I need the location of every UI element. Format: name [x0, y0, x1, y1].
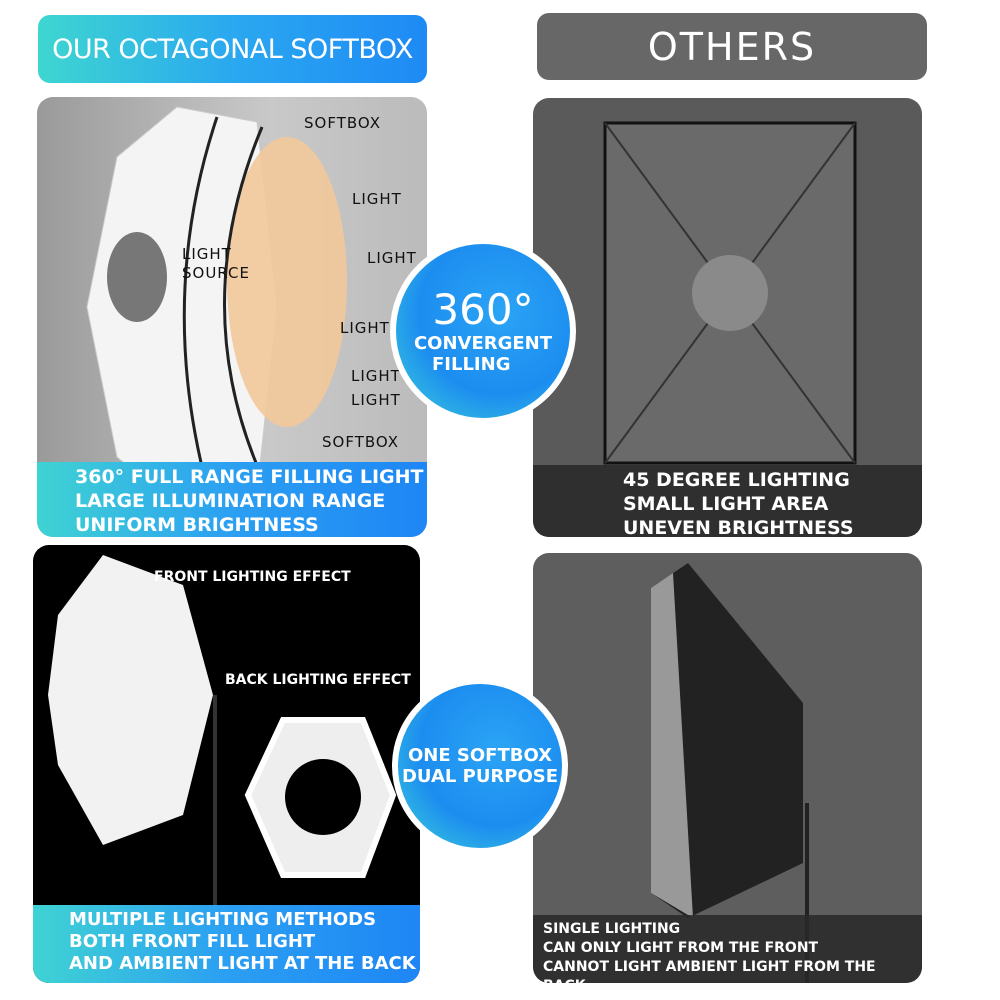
badge-line: ONE SOFTBOX — [407, 745, 553, 766]
panel-rectangular-softbox: 45 DEGREE LIGHTING SMALL LIGHT AREA UNEV… — [533, 98, 922, 537]
badge-line: DUAL PURPOSE — [401, 766, 559, 787]
label-softbox-top: SOFTBOX — [304, 114, 382, 132]
rectangular-softbox-side-illustration — [651, 563, 809, 983]
caption-line: AND AMBIENT LIGHT AT THE BACK — [69, 953, 416, 974]
label-light-source: LIGHT SOURCE — [182, 245, 250, 282]
panel-dual-purpose: FRONT LIGHTING EFFECT BACK LIGHTING EFFE… — [33, 545, 420, 983]
caption-line: SINGLE LIGHTING — [543, 921, 681, 937]
caption-line: CAN ONLY LIGHT FROM THE FRONT — [543, 940, 819, 956]
caption-line: 360° FULL RANGE FILLING LIGHT — [75, 466, 424, 488]
caption-line: SMALL LIGHT AREA — [623, 493, 829, 515]
badge-big-text: 360° — [432, 285, 534, 334]
panel-octagonal-diagram: SOFTBOX LIGHT LIGHT LIGHT SOURCE LIGHT L… — [37, 97, 427, 537]
header-ours: OUR OCTAGONAL SOFTBOX — [38, 15, 427, 83]
label-light: LIGHT — [340, 319, 390, 337]
caption-line: CANNOT LIGHT AMBIENT LIGHT FROM THE BACK — [543, 959, 876, 983]
caption-line: BOTH FRONT FILL LIGHT — [69, 931, 316, 952]
caption-line: UNIFORM BRIGHTNESS — [75, 514, 319, 536]
rectangular-softbox-illustration — [603, 121, 857, 465]
panel-single-lighting: SINGLE LIGHTING CAN ONLY LIGHT FROM THE … — [533, 553, 922, 983]
badge-360-convergent: 360° CONVERGENT FILLING — [390, 238, 576, 424]
badge-dual-purpose: ONE SOFTBOX DUAL PURPOSE — [392, 678, 568, 854]
label-light: LIGHT — [351, 391, 401, 409]
label-light: LIGHT — [351, 367, 401, 385]
label-light: LIGHT — [367, 249, 417, 267]
caption-line: MULTIPLE LIGHTING METHODS — [69, 909, 377, 930]
caption: SINGLE LIGHTING CAN ONLY LIGHT FROM THE … — [533, 915, 922, 983]
caption: 360° FULL RANGE FILLING LIGHT LARGE ILLU… — [37, 462, 427, 537]
caption: 45 DEGREE LIGHTING SMALL LIGHT AREA UNEV… — [533, 465, 922, 537]
caption-line: LARGE ILLUMINATION RANGE — [75, 490, 386, 512]
caption-line: UNEVEN BRIGHTNESS — [623, 517, 854, 537]
octagonal-softbox-illustration — [86, 106, 347, 537]
header-others: OTHERS — [537, 13, 927, 80]
badge-line: FILLING — [432, 354, 511, 375]
octagonal-softbox-front-back-illustration — [48, 555, 397, 915]
label-softbox-bottom: SOFTBOX — [322, 433, 400, 451]
label-front-lighting: FRONT LIGHTING EFFECT — [154, 569, 351, 585]
label-back-lighting: BACK LIGHTING EFFECT — [225, 672, 411, 688]
label-light: LIGHT — [352, 190, 402, 208]
caption-line: 45 DEGREE LIGHTING — [623, 469, 850, 491]
caption: MULTIPLE LIGHTING METHODS BOTH FRONT FIL… — [33, 905, 420, 983]
badge-line: CONVERGENT — [413, 333, 553, 354]
